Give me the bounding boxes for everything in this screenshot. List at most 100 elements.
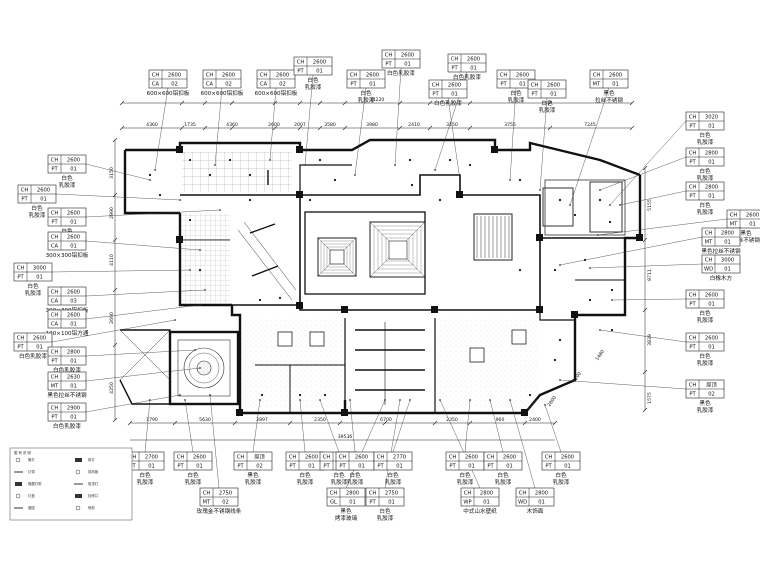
dim-tick [229,100,235,106]
legend-symbol [15,457,21,463]
tag-code: CH [17,336,25,342]
tag-code: 01 [36,345,43,351]
top-dimension: 1735 [184,122,196,128]
downlight [528,393,532,397]
tag-code: 2600 [67,313,80,319]
tag-code: PT [531,92,538,98]
tag-code: CH [464,491,472,497]
top-dimension: 2007 [294,122,306,128]
tag-code: CH [705,258,713,264]
legend-rows: 筒灯射灯灯带排风扇暗藏灯带吸顶灯灯盘检修口烟感喷淋 [14,457,99,511]
tag-note: 乳胶漆 [297,478,314,486]
downlight [553,268,557,272]
tag-code: CH [17,266,25,272]
bottom-dimension: 2350 [446,417,458,423]
leader-line [509,399,536,489]
dim-tick [127,420,133,426]
leader-line [345,399,386,489]
left-dimension-labels: 3150 2990 4110 2690 4250 [109,167,115,394]
coffer-ring [329,249,345,265]
legend-symbol [15,493,21,499]
tag-code: WD [704,267,713,273]
stair-line [237,229,293,301]
diagonal-dimension-labels: 2800 3200 1480 [546,349,606,408]
coffer-center [329,249,345,265]
dim-tick [112,237,118,243]
tag-code: PT [689,124,696,130]
tag-code: PT [385,62,392,68]
dim-tick [629,125,635,131]
leader-line [589,263,703,269]
leader-line [85,349,196,357]
leader-dot [299,399,301,401]
downlight [610,288,614,292]
bottom-dimension-labels: 1790 5630 2897 2350 6700 2350 960 2400 [146,417,541,423]
bottom-dimension: 960 [496,417,505,423]
stair-line [243,221,297,291]
tag-code: 2600 [516,73,529,79]
leader-line [619,190,687,206]
tag-code: CH [51,290,59,296]
coffer-ceiling [304,211,513,295]
tag-note: 烤漆玻璃 [335,514,358,522]
interior-wall [539,310,575,321]
coffer-ring [381,233,414,266]
tag-code: CH [297,60,305,66]
tag-code: CH [487,455,495,461]
round-ceiling-center [196,360,212,376]
tag-code: 01 [708,160,715,166]
left-dimension: 2990 [109,207,115,219]
downlight [208,173,212,177]
dim-tick [342,125,348,131]
tag-code: MT [730,222,738,228]
ceiling-grid-300 [182,213,230,303]
tag-code: 01 [564,464,571,470]
legend-title: 图 例 说 明 [14,450,31,455]
tag-code: CA [206,82,214,88]
tag-note: 白色 [187,471,199,479]
tag-note: 白色 [299,471,311,479]
tag-code: 01 [506,464,513,470]
leader-dot [219,209,221,211]
tag-code: PT [129,464,136,470]
column [236,409,243,416]
tag-code: PT [289,464,296,470]
leader-line [349,399,356,453]
tag-code: 2750 [219,491,232,497]
dim-tick [297,100,303,106]
leader-dot [209,394,211,396]
tag-note: 乳胶漆 [697,359,714,367]
tag-code: CH [51,235,59,241]
pendant-light [511,329,527,345]
raised-ceiling-box [589,181,623,233]
leader-line [599,156,687,191]
dim-tick [112,342,118,348]
tag-code: 2600 [67,158,80,164]
tag-code: CH [203,491,211,497]
right-dimension: 5155 [647,199,653,211]
leader-dot [599,329,601,331]
raised-ceiling-box [544,179,626,236]
top-dimension: 4360 [226,122,238,128]
tag-code: CA [260,82,268,88]
tag-note: 黑色 [340,507,352,515]
leader-line [447,97,461,181]
leader-dot [609,204,611,206]
tag-note: 乳胶漆 [185,478,202,486]
downlight [553,358,557,362]
column [491,146,498,153]
leader-dot [434,169,436,171]
tag-code: 2600 [503,455,516,461]
tag-code: CH [350,73,358,79]
tag-code: PT [51,220,58,226]
column [636,234,643,241]
tag-note: 600×600铝扣板 [201,89,244,97]
tag-note: 乳胶漆 [331,478,348,486]
leader-dot [194,349,196,351]
dim-tick [467,125,473,131]
